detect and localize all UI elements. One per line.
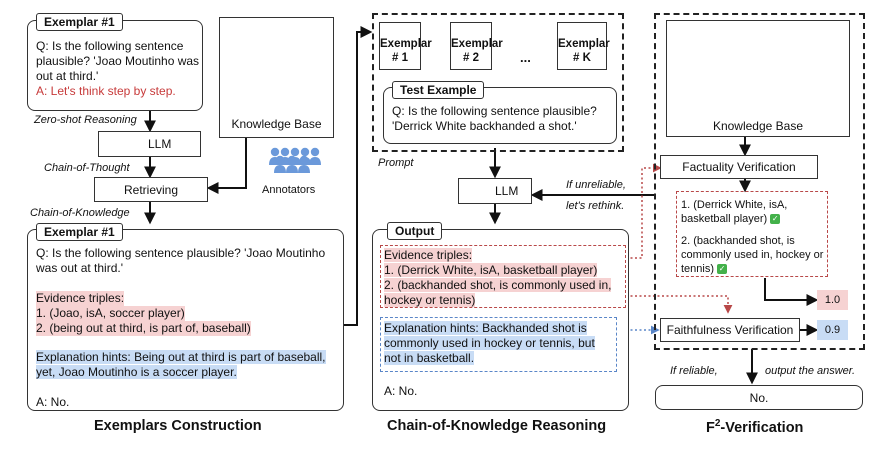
zero-shot-label: Zero-shot Reasoning: [34, 114, 137, 126]
evidence-item: 1. (Joao, isA, soccer player): [36, 306, 185, 321]
factuality-score: 1.0: [817, 290, 848, 310]
exemplar-label: Exemplar #1: [36, 13, 123, 31]
exemplar-constructed-question: Q: Is the following sentence plausible? …: [36, 246, 326, 275]
faithfulness-score: 0.9: [817, 320, 848, 340]
output-evidence-item: 1. (Derrick White, isA, basketball playe…: [384, 263, 598, 277]
final-answer-box: [655, 385, 863, 410]
test-example-question: Q: Is the following sentence plausible? …: [392, 104, 597, 133]
check-icon: ✓: [717, 264, 728, 275]
factuality-verification-box: [660, 155, 818, 179]
fact-check-item: 2. (backhanded shot, is commonly used in…: [681, 234, 825, 276]
llm-box: [98, 131, 201, 157]
annotators-icon: [269, 147, 321, 173]
exemplar-doc-1: Exemplar # 1: [379, 22, 432, 70]
knowledge-base-right-label: Knowledge Base: [712, 119, 804, 133]
output-answer: A: No.: [384, 384, 418, 398]
output-label: Output: [387, 222, 443, 240]
exemplar-answer-prompt: A: Let's think step by step.: [36, 84, 176, 98]
output-answer-label: output the answer.: [765, 365, 856, 377]
output-hint-text: Explanation hints: Backhanded shot is co…: [384, 321, 595, 365]
knowledge-base-left-label: Knowledge Base: [231, 117, 322, 131]
section-title-verification: F2-Verification: [706, 418, 804, 436]
chain-of-knowledge-label: Chain-of-Knowledge: [30, 207, 130, 219]
chain-of-thought-label: Chain-of-Thought: [44, 162, 130, 174]
explanation-hint-text: Explanation hints: Being out at third is…: [36, 350, 326, 379]
faithfulness-verification-label: Faithfulness Verification: [666, 323, 794, 337]
annotators-label: Annotators: [262, 184, 316, 196]
output-hint-frame: [380, 317, 617, 372]
exemplar-constructed-label: Exemplar #1: [36, 223, 123, 241]
llm-middle-box: [458, 178, 532, 204]
ellipsis: ...: [520, 50, 531, 65]
faithfulness-verification-box: [660, 318, 800, 342]
output-evidence-item: 2. (backhanded shot, is commonly used in…: [384, 278, 612, 307]
rethink-label: let's rethink.: [566, 200, 625, 212]
retrieving-box: [94, 177, 208, 202]
retrieving-label: Retrieving: [123, 183, 179, 197]
exemplar-answer: A: No.: [36, 395, 70, 409]
output-evidence-title: Evidence triples:: [384, 248, 473, 262]
llm-label: LLM: [148, 137, 172, 151]
output-hint: Explanation hints: Backhanded shot is co…: [384, 321, 614, 366]
knowledge-base-left: [219, 17, 334, 138]
explanation-hint: Explanation hints: Being out at third is…: [36, 350, 342, 380]
section-title-cok: Chain-of-Knowledge Reasoning: [387, 418, 607, 434]
evidence-item: 2. (being out at third, is part of, base…: [36, 321, 251, 336]
exemplar-doc-k: Exemplar # K: [557, 22, 610, 70]
evidence-title: Evidence triples:: [36, 291, 125, 306]
output-evidence-frame: [380, 245, 626, 308]
factuality-verification-label: Factuality Verification: [682, 160, 796, 174]
fact-check-item: 1. (Derrick White, isA, basketball playe…: [681, 198, 825, 226]
prompt-label: Prompt: [378, 157, 414, 169]
verification-region: [654, 13, 865, 350]
prompt-region: [372, 13, 624, 152]
exemplar-question: Q: Is the following sentence plausible? …: [36, 39, 200, 83]
if-reliable-label: If reliable,: [670, 365, 718, 377]
section-title-exemplars: Exemplars Construction: [94, 418, 262, 434]
test-example-label: Test Example: [392, 81, 485, 99]
fact-check-text: 1. (Derrick White, isA, basketball playe…: [681, 199, 788, 225]
llm-middle-label: LLM: [495, 184, 519, 198]
fact-check-text: 2. (backhanded shot, is commonly used in…: [681, 235, 824, 275]
exemplar-doc-2: Exemplar # 2: [450, 22, 503, 70]
check-icon: ✓: [770, 214, 781, 225]
knowledge-base-right: [666, 20, 850, 137]
output-evidence: Evidence triples: 1. (Derrick White, isA…: [384, 248, 624, 308]
if-unreliable-label: If unreliable,: [566, 179, 626, 191]
fact-check-frame: [676, 191, 828, 277]
final-answer: No.: [749, 391, 769, 405]
